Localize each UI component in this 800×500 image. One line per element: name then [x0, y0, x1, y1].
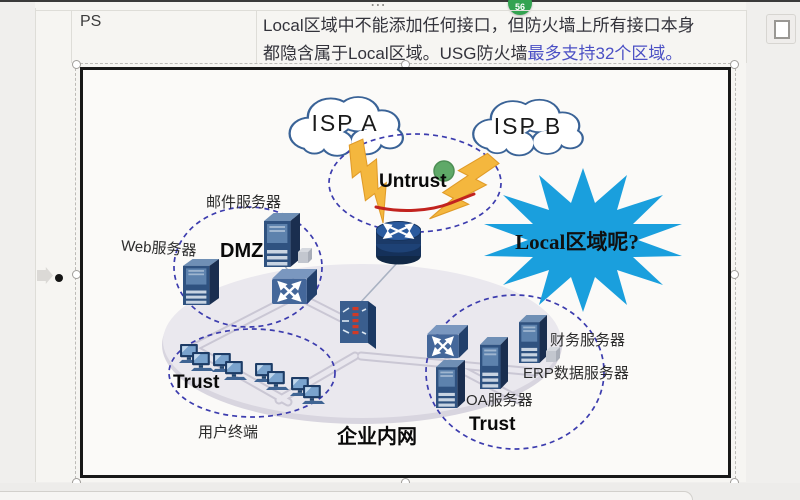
table-border-top — [35, 10, 746, 11]
firewall-icon — [339, 300, 377, 349]
note-label-cell[interactable]: PS — [80, 13, 102, 30]
bullet-dot — [55, 274, 63, 282]
enterprise-intranet-label: 企业内网 — [337, 426, 417, 448]
isp-a-label: ISP A — [311, 110, 379, 136]
mail-server-box — [298, 248, 312, 263]
note-text-line1[interactable]: Local区域中不能添加任何接口，但防火墙上所有接口本身 — [263, 16, 695, 35]
web-server-icon — [183, 259, 219, 305]
snip-tool-icon[interactable] — [766, 14, 796, 44]
trust-left-zone-ellipse — [168, 328, 336, 418]
table-border-right — [746, 10, 747, 63]
window-top-edge — [0, 0, 800, 2]
erp-server-label: ERP数据服务器 — [523, 365, 629, 382]
table-border-col1 — [71, 10, 72, 63]
starburst-callout-label: Local区域呢? — [515, 230, 639, 254]
network-diagram-image[interactable]: ISP A ISP B Untrust DMZ 邮件服务器 Web服务器 Loc… — [80, 67, 731, 478]
trust-left-zone-label: Trust — [173, 372, 220, 393]
diagram-canvas — [162, 70, 682, 450]
untrust-zone-label: Untrust — [379, 171, 447, 192]
untrust-zone-ellipse — [328, 133, 502, 233]
oa-server-icon — [436, 360, 465, 408]
finance-server-icon — [519, 315, 547, 363]
finance-server-box — [546, 347, 560, 362]
page-glyph — [774, 20, 790, 39]
note-text-black: 都隐含属于Local区域。USG防火墙 — [263, 44, 528, 63]
right-switch-icon — [427, 325, 468, 360]
table-border-left — [35, 8, 36, 482]
note-text-highlight: 最多支持32个区域。 — [527, 44, 683, 63]
laser-pointer-dot — [433, 160, 455, 182]
dmz-zone-label: DMZ — [220, 240, 264, 262]
isp-b-label: ISP B — [493, 113, 563, 139]
margin-pointer-icon — [37, 267, 53, 284]
core-router-icon — [376, 220, 421, 265]
erp-server-icon — [480, 337, 508, 389]
trust-right-zone-ellipse — [425, 294, 605, 450]
starburst-callout — [484, 168, 682, 312]
dmz-switch-icon — [272, 269, 317, 306]
finance-server-label: 财务服务器 — [550, 332, 626, 349]
red-underline-annotation — [374, 192, 476, 212]
trust-right-zone-label: Trust — [469, 414, 516, 435]
next-block-panel — [0, 491, 693, 500]
table-border-col2 — [256, 10, 257, 63]
counter-badge[interactable]: 56 — [508, 0, 532, 15]
mail-server-icon — [264, 213, 300, 267]
oa-server-label: OA服务器 — [466, 392, 533, 409]
mail-server-label: 邮件服务器 — [206, 194, 282, 211]
dmz-zone-ellipse — [173, 206, 323, 328]
user-terminals-label: 用户终端 — [198, 424, 259, 441]
note-text-line2[interactable]: 都隐含属于Local区域。USG防火墙最多支持32个区域。 — [263, 39, 682, 64]
